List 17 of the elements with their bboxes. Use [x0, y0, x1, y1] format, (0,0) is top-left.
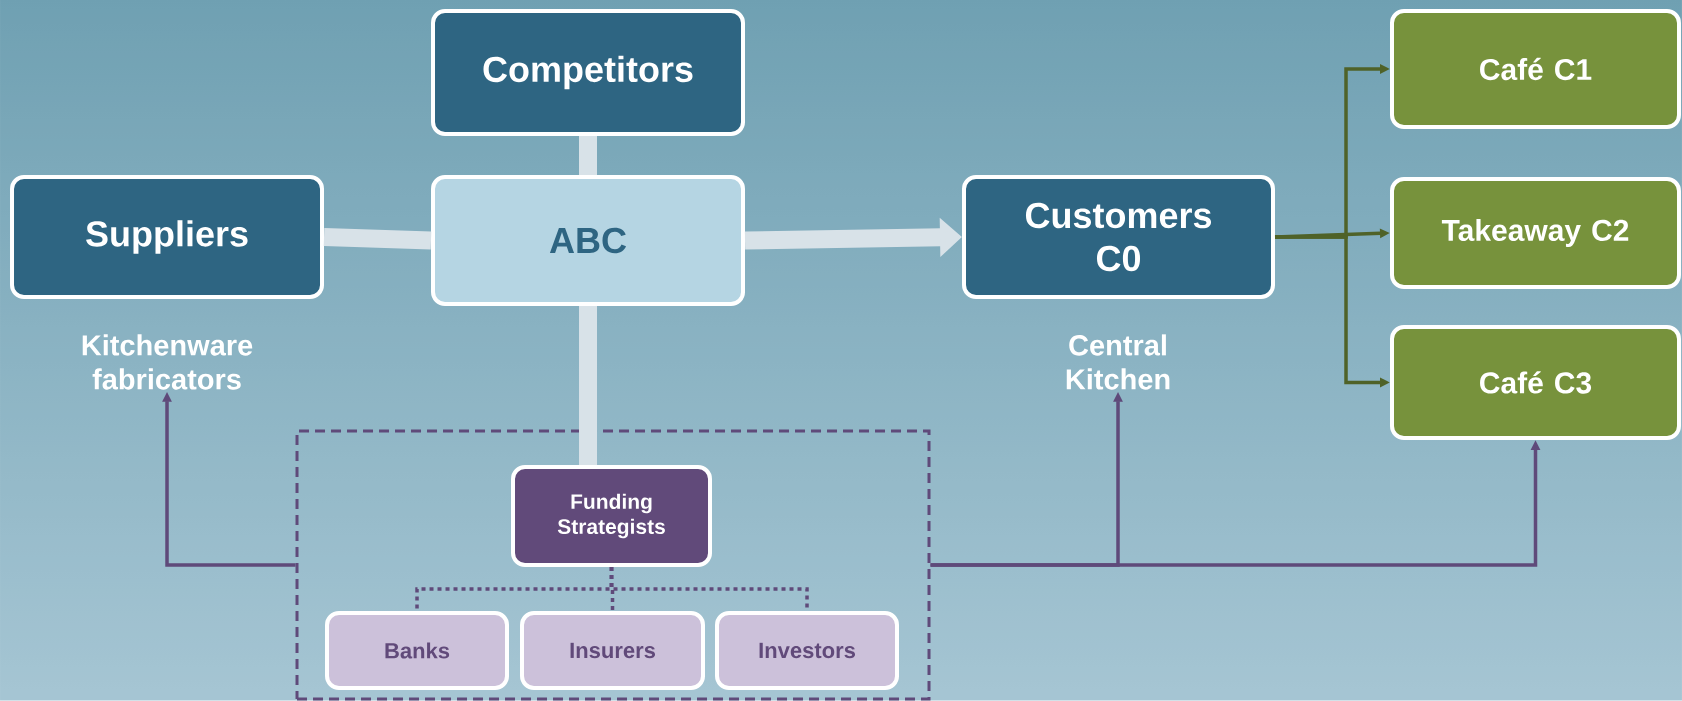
caption-text: Kitchenware fabricators — [82, 334, 253, 390]
connector-line — [579, 136, 597, 175]
connector-line — [323, 228, 432, 250]
dashed-group-box — [295, 429, 931, 701]
outlet-box: Café C3 — [1390, 325, 1681, 440]
process-box: Investors — [715, 611, 899, 690]
actor-box: Competitors — [431, 9, 745, 136]
process-box: Banks — [325, 611, 509, 690]
caption-text: Central Kitchen — [1066, 334, 1170, 390]
outlet-box: Café C1 — [1390, 9, 1681, 129]
actor-box: Customers C0 — [962, 175, 1275, 299]
outlet-box: Takeaway C2 — [1390, 177, 1681, 289]
company-box: ABC — [431, 175, 745, 306]
process-box: Insurers — [520, 611, 705, 690]
actor-box: Suppliers — [10, 175, 324, 299]
process-box: Funding Strategists — [511, 465, 712, 567]
connector-line — [579, 306, 597, 465]
